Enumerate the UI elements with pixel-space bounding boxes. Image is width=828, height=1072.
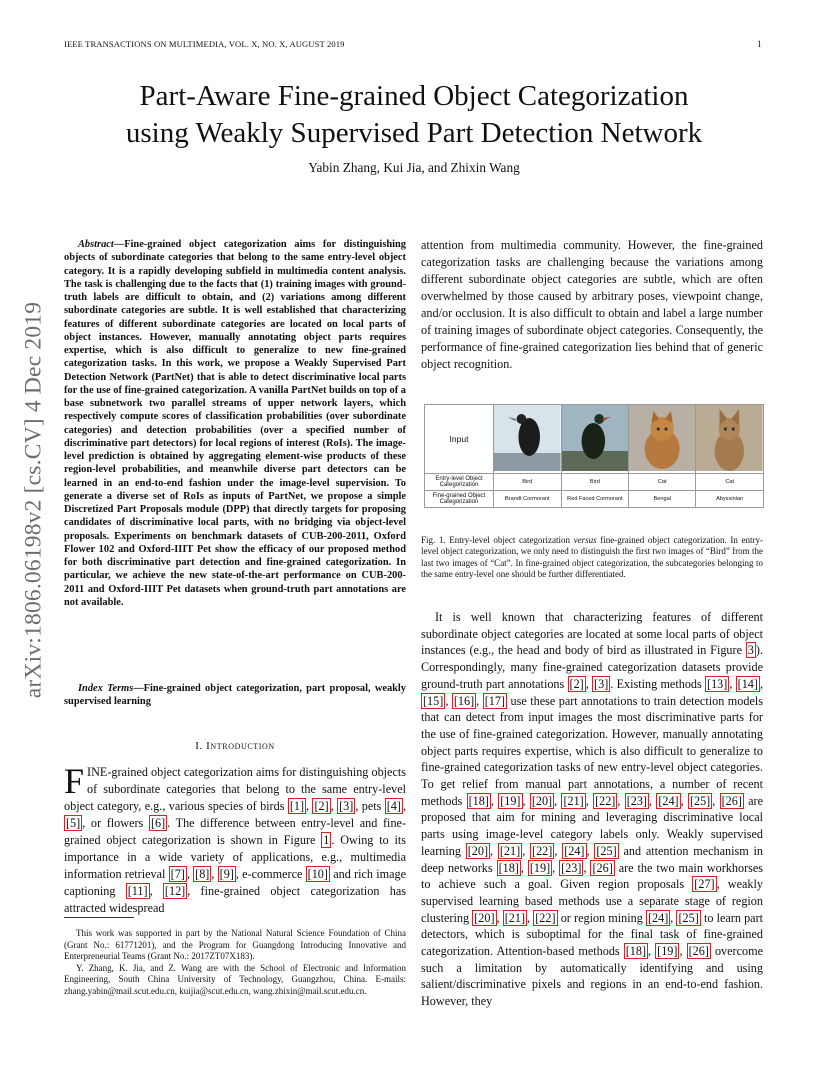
citation-link[interactable]: [24] [645,909,671,926]
citation-link[interactable]: [22] [593,792,618,809]
citation-link[interactable]: [9] [217,866,236,882]
section-title: Introduction [206,740,275,752]
arxiv-watermark: arXiv:1806.06198v2 [cs.CV] 4 Dec 2019 [6,290,62,710]
entry-label: Bird [493,473,562,492]
citation-link[interactable]: [24] [562,842,587,859]
citation-link[interactable]: [13] [705,675,730,692]
figure-link[interactable]: 1 [321,832,332,848]
fine-grained-row-label: Fine-grained Object Categorization [424,490,494,508]
image-bengal-cat [628,403,697,475]
citation-link[interactable]: [21] [502,909,528,926]
citation-link[interactable]: [22] [530,842,555,859]
affiliation-footnote: Y. Zhang, K. Jia, and Z. Wang are with t… [64,962,406,996]
arxiv-id: arXiv:1806.06198v2 [cs.CV] 4 Dec 2019 [20,301,47,699]
citation-link[interactable]: [10] [305,866,330,882]
citation-link[interactable]: [11] [125,883,150,899]
abstract-text: —Fine-grained object categorization aims… [64,239,406,608]
citation-link[interactable]: [22] [533,909,558,926]
intro-continued: attention from multimedia community. How… [421,238,763,371]
citation-link[interactable]: [25] [676,909,701,926]
section-number: I. [195,740,203,752]
citation-link[interactable]: [20] [472,909,497,926]
fine-label: Abyssinian [695,490,764,508]
drop-cap: F [64,761,85,801]
input-label: Input [424,403,494,475]
citation-link[interactable]: [15] [421,692,446,709]
citation-link[interactable]: [7] [168,866,187,882]
image-abyssinian-cat [695,403,764,475]
abstract-label: Abstract [78,239,114,250]
figure-link[interactable]: 3 [745,642,756,659]
citation-link[interactable]: [3] [592,675,611,692]
entry-label: Cat [695,473,764,492]
footnotes: This work was supported in part by the N… [64,928,406,997]
citation-link[interactable]: [2] [567,675,586,692]
title-line-2: using Weakly Supervised Part Detection N… [125,117,703,149]
citation-link[interactable]: [24] [656,792,681,809]
citation-link[interactable]: [26] [590,859,615,876]
index-terms: Index Terms—Fine-grained object categori… [64,682,406,709]
index-terms-label: Index Terms [78,683,134,694]
citation-link[interactable]: [21] [497,842,523,859]
citation-link[interactable]: [18] [466,792,491,809]
citation-link[interactable]: [5] [64,815,83,831]
footnote-rule [64,917,134,918]
figure-1: Input [424,403,764,508]
entry-level-row-label: Entry-level Object Categorization [424,473,494,492]
citation-link[interactable]: [1] [287,798,307,814]
citation-link[interactable]: [25] [594,842,619,859]
citation-link[interactable]: [18] [623,943,649,960]
entry-label: Cat [628,473,697,492]
page-number: 1 [757,39,762,49]
abstract: Abstract—Fine-grained object categorizat… [64,238,406,609]
running-header: IEEE TRANSACTIONS ON MULTIMEDIA, VOL. X,… [64,39,345,49]
citation-link[interactable]: [23] [559,859,584,876]
intro-paragraph-2: It is well known that characterizing fea… [421,610,764,1009]
fine-label: Red Faced Cormorant [560,490,630,508]
authors: Yabin Zhang, Kui Jia, and Zhixin Wang [308,160,520,175]
section-heading: I. Introduction [64,740,406,752]
citation-link[interactable]: [26] [719,792,744,809]
citation-link[interactable]: [21] [561,792,586,809]
figure-1-caption: Fig. 1. Entry-level object categorizatio… [421,535,763,579]
citation-link[interactable]: [27] [692,876,717,893]
fine-label: Bengal [628,490,697,508]
citation-link[interactable]: [20] [465,842,491,859]
citation-link[interactable]: [12] [162,883,188,899]
image-cormorant-2 [560,403,630,475]
figure-1-grid: Input [424,403,764,508]
paper-title: Part-Aware Fine-grained Object Categoriz… [40,78,788,152]
citation-link[interactable]: [17] [482,692,507,709]
citation-link[interactable]: [19] [498,792,523,809]
citation-link[interactable]: [16] [451,692,477,709]
citation-link[interactable]: [8] [193,866,212,882]
index-terms-text: —Fine-grained object categorization, par… [64,683,406,708]
title-line-1: Part-Aware Fine-grained Object Categoriz… [139,80,689,112]
citation-link[interactable]: [20] [529,792,555,809]
citation-link[interactable]: [3] [337,798,356,814]
image-cormorant-1 [493,403,562,475]
citation-link[interactable]: [14] [735,675,760,692]
citation-link[interactable]: [18] [496,859,521,876]
citation-link[interactable]: [6] [148,815,168,831]
entry-label: Bird [560,473,630,492]
funding-footnote: This work was supported in part by the N… [64,928,406,961]
citation-link[interactable]: [19] [527,859,553,876]
citation-link[interactable]: [2] [312,798,331,814]
citation-link[interactable]: [26] [686,943,711,960]
fine-label: Brandt Cormorant [493,490,562,508]
citation-link[interactable]: [23] [624,792,649,809]
citation-link[interactable]: [25] [687,792,713,809]
citation-link[interactable]: [19] [655,943,680,960]
citation-link[interactable]: [4] [384,798,403,814]
